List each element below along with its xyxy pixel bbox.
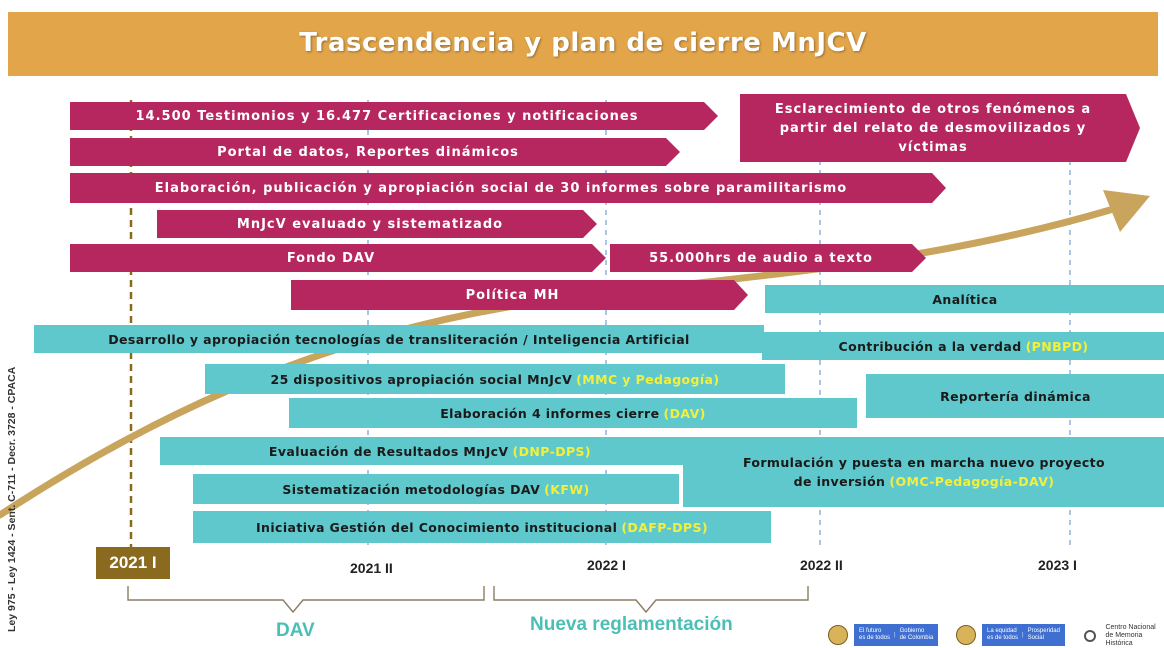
- bar-evaluacion-resultados: Evaluación de Resultados MnJcV(DNP-DPS): [160, 437, 700, 465]
- bar-reporteria-dinamica: Reportería dinámica: [866, 374, 1164, 418]
- colombia-seal-icon: [828, 625, 848, 645]
- bar-sistematizacion-metodologias: Sistematización metodologías DAV(KFW): [193, 474, 679, 504]
- bar-informes-cierre: Elaboración 4 informes cierre(DAV): [289, 398, 857, 428]
- phase-label-nueva-reglamentacion: Nueva reglamentación: [530, 614, 733, 635]
- bar-fondo-dav: Fondo DAV: [70, 244, 606, 272]
- period-label-2021-ii: 2021 II: [350, 560, 393, 576]
- cnmh-mark-icon: [1082, 627, 1101, 645]
- period-label-2022-i: 2022 I: [587, 557, 626, 573]
- period-label-2022-ii: 2022 II: [800, 557, 843, 573]
- page-title: Trascendencia y plan de cierre MnJCV: [299, 28, 867, 58]
- colombia-seal-icon: [956, 625, 976, 645]
- bar-nuevo-proyecto: Formulación y puesta en marcha nuevo pro…: [683, 437, 1164, 507]
- bar-audio-texto: 55.000hrs de audio a texto: [610, 244, 926, 272]
- phase-label-dav: DAV: [276, 620, 315, 641]
- period-label-2023-i: 2023 I: [1038, 557, 1077, 573]
- phase-brace-nueva: [493, 586, 809, 614]
- bar-mnjcv-evaluado: MnJcV evaluado y sistematizado: [157, 210, 597, 238]
- bar-analitica: Analítica: [765, 285, 1164, 313]
- bar-esclarecimiento: Esclarecimiento de otros fenómenos a par…: [740, 94, 1140, 162]
- bar-portal-datos: Portal de datos, Reportes dinámicos: [70, 138, 680, 166]
- period-label-2021-i: 2021 I: [96, 547, 170, 579]
- bar-informes-paramilitarismo: Elaboración, publicación y apropiación s…: [70, 173, 946, 203]
- legal-basis-label: Ley 975 - Ley 1424 - Sent. C-711 - Decr.…: [6, 366, 18, 632]
- title-banner: Trascendencia y plan de cierre MnJCV: [8, 12, 1158, 76]
- bar-contribucion-verdad: Contribución a la verdad(PNBPD): [762, 332, 1164, 360]
- bar-transliteracion-ia: Desarrollo y apropiación tecnologías de …: [34, 325, 764, 353]
- bar-dispositivos-apropiacion: 25 dispositivos apropiación social MnJcV…: [205, 364, 785, 394]
- bar-politica-mh: Política MH: [291, 280, 748, 310]
- trend-arrow-head: [1103, 190, 1150, 232]
- bar-testimonios: 14.500 Testimonios y 16.477 Certificacio…: [70, 102, 718, 130]
- bar-gestion-conocimiento: Iniciativa Gestión del Conocimiento inst…: [193, 511, 771, 543]
- phase-brace-dav: [127, 586, 485, 614]
